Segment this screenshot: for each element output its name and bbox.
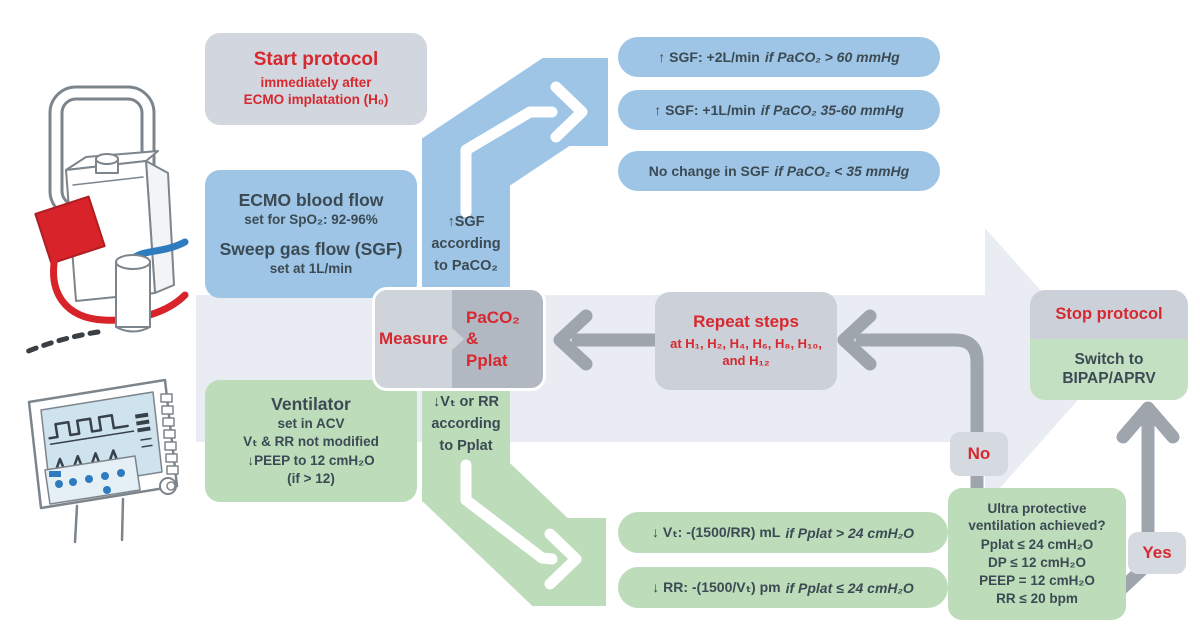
repeat-to-measure-arrow xyxy=(553,309,665,371)
rule-condition: if PaCO₂ 35-60 mmHg xyxy=(760,102,904,118)
arterial-line-icon xyxy=(50,248,189,324)
no-decision-tag: No xyxy=(950,432,1008,476)
switch-to-bipap-label: Switch to BIPAP/APRV xyxy=(1030,338,1188,400)
repeat-steps-hours: at H₁, H₂, H₄, H₆, H₈, H₁₀, and H₁₂ xyxy=(670,335,822,369)
sweep-gas-flow-title: Sweep gas flow (SGF) xyxy=(219,238,403,259)
rule-condition: if Pplat ≤ 24 cmH₂O xyxy=(785,579,914,596)
yes-decision-tag: Yes xyxy=(1128,532,1186,574)
arrow-left-icon xyxy=(837,309,877,371)
ventilator-box: Ventilator set in ACV Vₜ & RR not modifi… xyxy=(205,380,417,502)
vt-flow-band xyxy=(422,380,606,606)
rule-text: ↓ Vₜ: -(1500/RR) mL xyxy=(651,524,781,540)
stop-protocol-title: Stop protocol xyxy=(1030,290,1188,339)
rule-text: ↑ SGF: +1L/min xyxy=(654,102,756,118)
sgf-rule-pill-2: ↑ SGF: +1L/min if PaCO₂ 35-60 mmHg xyxy=(618,90,940,130)
button-column-icon xyxy=(160,393,179,475)
vt-rr-adjust-label: ↓Vₜ or RR according to Pplat xyxy=(431,394,501,454)
no-to-repeat-arrow xyxy=(837,309,984,502)
ventilator-title: Ventilator xyxy=(271,394,351,415)
sgf-rule-pill-1: ↑ SGF: +2L/min if PaCO₂ > 60 mmHg xyxy=(618,37,940,77)
ventilator-settings: set in ACV Vₜ & RR not modified ↓PEEP to… xyxy=(243,416,379,486)
sweep-gas-flow-setting: set at 1L/min xyxy=(269,260,353,276)
rr-rule-pill: ↓ RR: -(1500/Vₜ) pm if Pplat ≤ 24 cmH₂O xyxy=(618,567,948,608)
ecmo-blood-flow-title: ECMO blood flow xyxy=(238,190,384,211)
repeat-steps-title: Repeat steps xyxy=(693,312,799,332)
ultra-protective-ventilation-box: Ultra protective ventilation achieved? P… xyxy=(948,488,1126,620)
sgf-rule-pill-3: No change in SGF if PaCO₂ < 35 mmHg xyxy=(618,151,940,191)
vt-rule-pill: ↓ Vₜ: -(1500/RR) mL if Pplat > 24 cmH₂O xyxy=(618,512,948,553)
rule-text: No change in SGF xyxy=(648,163,770,179)
rule-condition: if PaCO₂ < 35 mmHg xyxy=(774,163,910,179)
arrow-right-icon xyxy=(544,528,582,590)
arrow-left-icon xyxy=(553,309,593,371)
start-protocol-box: Start protocol immediately after ECMO im… xyxy=(205,33,427,125)
sgf-flow-band xyxy=(422,58,608,315)
measure-label: Measure xyxy=(375,290,464,388)
ecmo-spo2-target: set for SpO₂: 92-96% xyxy=(244,212,378,228)
ecmo-machine-illustration xyxy=(23,85,189,355)
drain-line-icon xyxy=(23,329,101,355)
stop-protocol-box: Stop protocol Switch to BIPAP/APRV xyxy=(1030,290,1188,400)
start-protocol-subtitle: immediately after ECMO implatation (H₀) xyxy=(243,74,389,108)
ecmo-blood-flow-box: ECMO blood flow set for SpO₂: 92-96% Swe… xyxy=(205,170,417,298)
notch-right-icon xyxy=(451,327,464,351)
arrow-up-icon xyxy=(1116,401,1180,444)
control-dots-icon xyxy=(55,469,125,494)
measure-text: Measure xyxy=(379,329,448,348)
repeat-steps-box: Repeat steps at H₁, H₂, H₄, H₆, H₈, H₁₀,… xyxy=(655,292,837,390)
rule-condition: if Pplat > 24 cmH₂O xyxy=(785,524,914,541)
rule-condition: if PaCO₂ > 60 mmHg xyxy=(764,49,900,65)
rule-text: ↓ RR: -(1500/Vₜ) pm xyxy=(652,579,781,595)
rule-text: ↑ SGF: +2L/min xyxy=(658,49,760,65)
arrow-right-icon xyxy=(550,81,588,143)
ultra-protective-title: Ultra protective ventilation achieved? xyxy=(968,500,1106,534)
ventilator-monitor-illustration xyxy=(27,378,179,544)
oxygenator-icon xyxy=(34,195,106,265)
measure-parameters: PaCO₂ & Pplat xyxy=(452,290,543,388)
ultra-protective-criteria: Pplat ≤ 24 cmH₂O DP ≤ 12 cmH₂O PEEP = 12… xyxy=(979,536,1095,607)
start-protocol-title: Start protocol xyxy=(253,49,379,71)
sgf-adjust-label: ↑SGF according to PaCO₂ xyxy=(431,214,501,274)
measure-box: Measure PaCO₂ & Pplat xyxy=(372,287,546,391)
